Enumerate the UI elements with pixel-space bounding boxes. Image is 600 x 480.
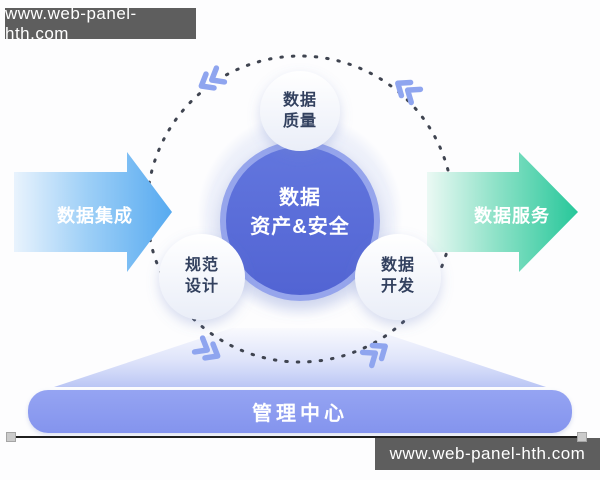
satellite-circle-development: [355, 234, 441, 320]
rotation-chevron-icon: [191, 335, 221, 361]
satellite-label-design: 规范 设计: [160, 255, 244, 297]
divider-line[interactable]: [12, 436, 583, 438]
center-circle-label: 数据 资产&安全: [230, 184, 370, 242]
satellite-circle-design: [159, 234, 245, 320]
center-label-line1: 数据: [279, 187, 321, 209]
satellite-label-quality: 数据 质量: [258, 90, 342, 132]
watermark-top: www.web-panel-hth.com: [5, 4, 196, 43]
left-arrow-label: 数据集成: [57, 206, 133, 226]
rotation-chevron-icon: [198, 65, 228, 91]
rotation-chevron-icon: [359, 342, 388, 369]
management-center-label: 管理中心: [252, 403, 348, 425]
center-circle: [226, 147, 374, 295]
management-center-bar: 管理中心: [28, 390, 572, 433]
quality-line1: 数据: [282, 92, 317, 109]
satellite-label-development: 数据 开发: [356, 255, 440, 297]
development-line2: 开发: [380, 278, 415, 296]
line-resize-handle-right[interactable]: [577, 432, 587, 442]
right-arrow-label: 数据服务: [474, 206, 550, 226]
funnel-trapezoid: [54, 328, 546, 387]
left-flow-arrow: [14, 152, 172, 272]
line-resize-handle-left[interactable]: [6, 432, 16, 442]
watermark-bottom: www.web-panel-hth.com: [375, 438, 600, 470]
quality-line2: 质量: [282, 113, 317, 131]
design-line2: 设计: [184, 278, 219, 296]
satellite-circle-quality: [260, 71, 340, 151]
center-label-line2: 资产&安全: [250, 216, 350, 238]
right-flow-arrow: [427, 152, 578, 272]
development-line1: 数据: [380, 257, 415, 274]
design-line1: 规范: [184, 257, 219, 274]
rotation-chevron-icon: [395, 79, 424, 106]
